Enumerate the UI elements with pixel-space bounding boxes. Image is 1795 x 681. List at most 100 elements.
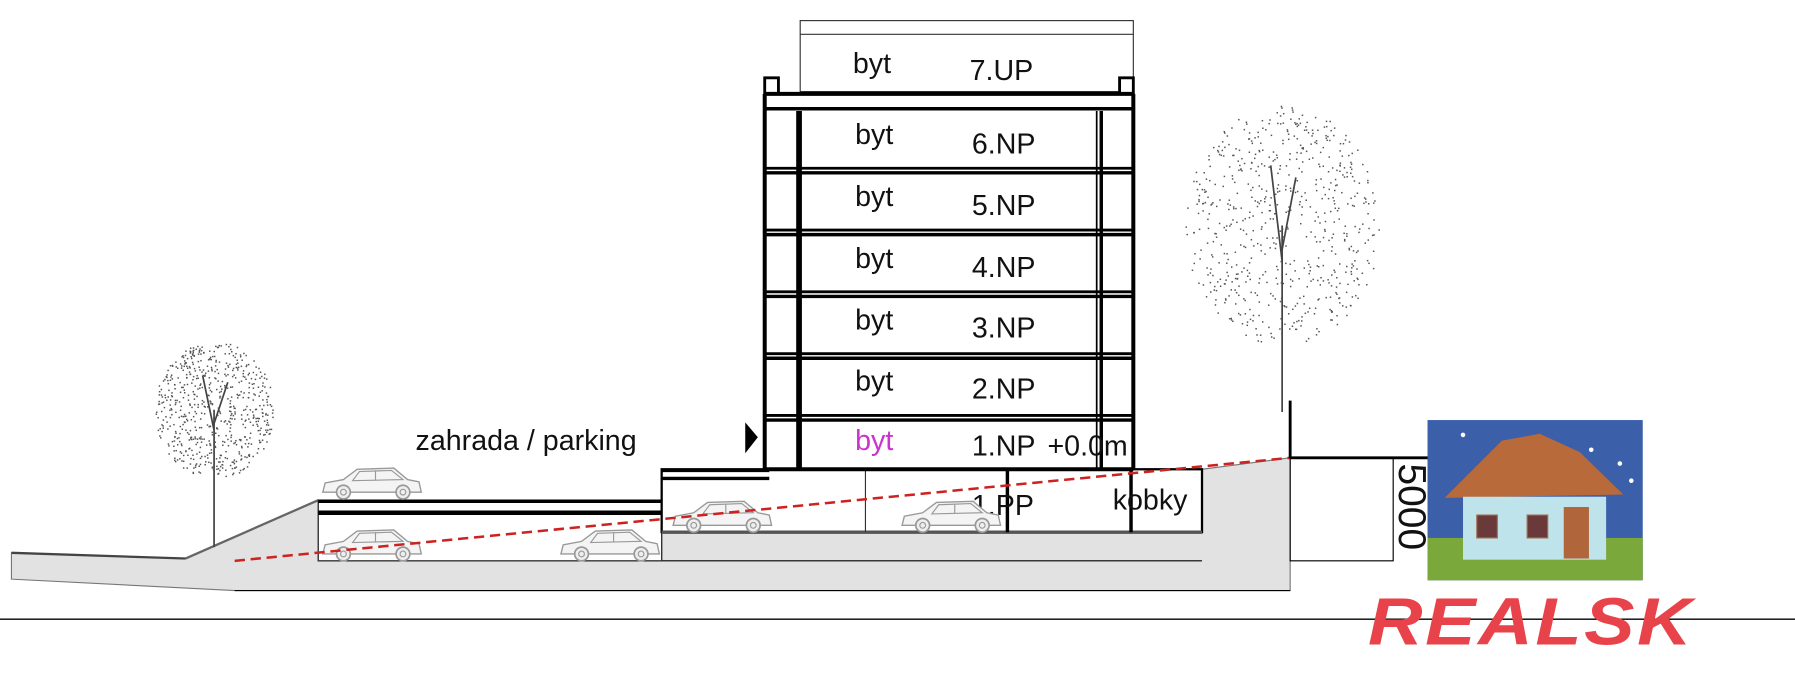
tree-foliage-dot (1294, 122, 1296, 124)
tree-foliage-dot (1309, 269, 1311, 272)
tree-foliage-dot (1323, 186, 1325, 189)
tree-foliage-dot (1358, 284, 1360, 286)
tree-foliage-dot (171, 395, 174, 398)
tree-foliage-dot (1331, 311, 1333, 314)
tree-foliage-dot (1366, 283, 1368, 286)
tree-foliage-dot (1237, 160, 1239, 162)
tree-foliage-dot (1230, 289, 1233, 291)
tree-foliage-dot (1348, 247, 1350, 250)
tree-foliage-dot (182, 396, 185, 399)
tree-foliage-dot (1254, 137, 1256, 139)
tree-foliage-dot (165, 416, 167, 418)
tree-foliage-dot (1258, 150, 1261, 153)
tree-foliage-dot (191, 449, 193, 452)
tree-foliage-dot (1315, 183, 1317, 186)
tree-foliage-dot (174, 399, 177, 402)
tree-foliage-dot (1255, 170, 1257, 173)
floor-7-level: 7.UP (970, 55, 1034, 87)
tree-foliage-dot (197, 406, 199, 409)
tree-foliage-dot (158, 390, 161, 393)
tree-foliage-dot (228, 410, 231, 412)
tree-foliage-dot (1261, 149, 1264, 151)
tree-foliage-dot (1191, 269, 1194, 272)
tree-foliage-dot (221, 388, 223, 390)
tree-foliage-dot (1198, 200, 1200, 203)
tree-foliage-dot (218, 391, 221, 394)
tree-foliage-dot (1253, 157, 1256, 160)
tree-foliage-dot (221, 464, 223, 466)
tree-foliage-dot (1325, 137, 1328, 139)
tree-foliage-dot (1264, 222, 1267, 224)
tree-foliage-dot (259, 404, 261, 407)
tree-foliage-dot (259, 441, 261, 444)
tree-foliage-dot (261, 408, 263, 411)
tree-foliage-dot (1261, 211, 1263, 214)
tree-foliage-dot (1256, 242, 1259, 245)
tree-foliage-dot (236, 367, 239, 369)
tree-foliage-dot (162, 380, 165, 382)
tree-foliage-dot (167, 428, 169, 430)
tree-foliage-dot (197, 388, 199, 390)
tree-foliage-dot (229, 421, 231, 423)
tree-foliage-dot (1249, 211, 1251, 213)
tree-foliage-dot (232, 354, 235, 357)
tree-foliage-dot (1225, 225, 1228, 227)
tree-foliage-dot (1231, 127, 1233, 129)
tree-foliage-dot (197, 353, 200, 355)
tree-foliage-dot (1244, 299, 1246, 302)
tree-foliage-dot (1296, 151, 1298, 154)
tree-foliage-dot (185, 429, 187, 431)
tree-foliage-dot (1284, 305, 1286, 308)
tree-foliage-dot (1258, 301, 1261, 303)
tree-foliage-dot (1322, 264, 1325, 267)
tree-foliage-dot (1364, 242, 1367, 244)
tree-foliage-dot (262, 434, 265, 436)
tree-foliage-dot (1367, 239, 1370, 241)
tree-foliage-dot (1243, 245, 1245, 248)
tree-foliage-dot (1336, 314, 1338, 317)
tree-foliage-dot (1332, 233, 1335, 235)
tree-foliage-dot (1300, 152, 1302, 154)
tree-foliage-dot (1372, 192, 1374, 194)
tree-foliage-dot (1215, 233, 1217, 235)
tree-foliage-dot (265, 414, 267, 416)
tree-foliage-dot (1298, 278, 1300, 280)
tree-foliage-dot (257, 420, 260, 422)
tree-foliage-dot (192, 390, 195, 393)
tree-foliage-dot (216, 346, 219, 349)
tree-foliage-dot (217, 372, 220, 375)
tree-foliage-dot (1228, 208, 1230, 211)
tree-foliage-dot (224, 386, 226, 389)
tree-foliage-dot (246, 414, 249, 416)
tree-foliage-dot (1350, 161, 1352, 164)
tree-foliage-dot (254, 408, 257, 411)
tree-foliage-dot (180, 452, 183, 454)
tree-foliage-dot (1235, 207, 1237, 210)
tree-foliage-dot (1334, 189, 1336, 192)
tree-foliage-dot (225, 343, 228, 346)
tree-foliage-dot (1262, 274, 1264, 276)
tree-foliage-dot (228, 420, 230, 423)
tree-foliage-dot (1338, 218, 1340, 220)
tree-foliage-dot (1298, 319, 1300, 322)
tree-foliage-dot (1302, 295, 1305, 298)
tree-foliage-dot (250, 377, 253, 380)
tree-foliage-dot (1358, 228, 1361, 230)
tree-foliage-dot (264, 373, 266, 376)
tree-foliage-dot (1345, 291, 1348, 294)
tree-foliage-dot (258, 439, 261, 442)
tree-foliage-dot (158, 385, 161, 387)
tree-foliage-dot (1344, 225, 1347, 227)
tree-foliage-dot (1336, 210, 1339, 212)
tree-foliage-dot (174, 459, 176, 462)
tree-foliage-dot (1287, 228, 1289, 230)
tree-foliage-dot (201, 371, 203, 373)
tree-foliage-dot (209, 389, 212, 392)
tree-foliage-dot (1261, 119, 1264, 122)
tree-foliage-dot (1324, 228, 1326, 231)
tree-foliage-dot (1282, 142, 1284, 145)
tree-foliage-dot (1317, 216, 1320, 218)
tree-foliage-dot (175, 361, 177, 363)
tree-foliage-dot (227, 444, 230, 447)
tree-foliage-dot (1354, 260, 1356, 262)
